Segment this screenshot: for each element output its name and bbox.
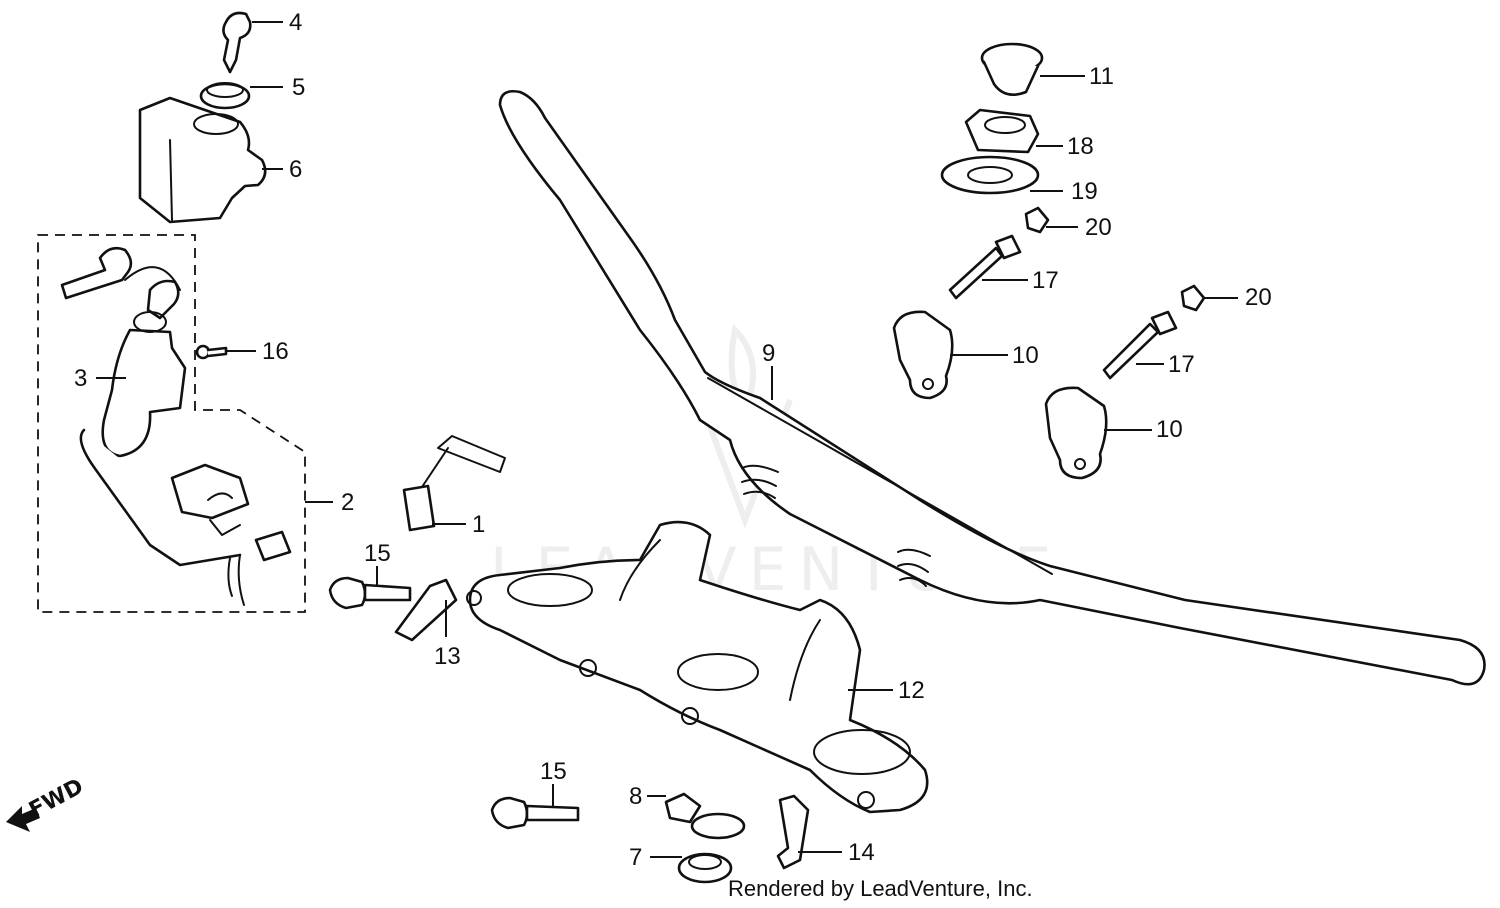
callout-1: 1 — [472, 511, 485, 538]
callout-10-b: 10 — [1156, 416, 1183, 443]
washer-part[interactable] — [940, 155, 1040, 195]
callout-5: 5 — [292, 74, 305, 101]
cable-clamp-8-part[interactable] — [664, 792, 746, 840]
key-blank-part[interactable] — [222, 11, 252, 74]
flange-bolt-lower-part[interactable] — [490, 796, 580, 830]
callout-17-a: 17 — [1032, 267, 1059, 294]
bolt-cap-20b-part[interactable] — [1180, 284, 1206, 312]
callout-6: 6 — [289, 156, 302, 183]
callout-8: 8 — [629, 783, 642, 810]
callout-13: 13 — [434, 643, 461, 670]
callout-15-upper: 15 — [364, 540, 391, 567]
ignition-switch-part[interactable] — [79, 311, 242, 567]
lock-housing-part[interactable] — [138, 96, 267, 224]
fwd-label: FWD — [25, 774, 88, 823]
callout-labels: 4 5 6 16 3 2 1 15 13 11 18 19 20 17 20 1… — [74, 9, 1272, 871]
callout-14: 14 — [848, 839, 875, 866]
id-tag-part[interactable] — [402, 435, 506, 532]
stem-nut-part[interactable] — [964, 108, 1040, 154]
callout-2: 2 — [341, 489, 354, 516]
handlebar-part[interactable] — [498, 90, 1486, 686]
grommet-part[interactable] — [677, 852, 733, 884]
flange-bolt-upper-part[interactable] — [328, 576, 412, 610]
forward-direction-indicator: FWD — [6, 774, 88, 832]
callout-20-a: 20 — [1085, 214, 1112, 241]
callout-11: 11 — [1089, 63, 1114, 90]
lock-ring-part[interactable] — [199, 82, 251, 110]
callout-10-a: 10 — [1012, 342, 1039, 369]
footer-credit: Rendered by LeadVenture, Inc. — [728, 876, 1033, 901]
cable-clamp-14-part[interactable] — [776, 794, 810, 870]
handlebar-holder-10b-part[interactable] — [1044, 386, 1108, 480]
ignition-keys-part[interactable] — [60, 246, 181, 320]
top-bridge-part[interactable] — [466, 520, 929, 814]
callout-18: 18 — [1067, 133, 1094, 160]
connector-block-part[interactable] — [170, 463, 292, 606]
bolt-cap-20a-part[interactable] — [1024, 206, 1050, 234]
screw-16-part[interactable] — [195, 344, 228, 360]
callout-20-b: 20 — [1245, 284, 1272, 311]
callout-4: 4 — [289, 9, 302, 36]
forward-arrow-icon — [6, 806, 40, 832]
stem-cap-part[interactable] — [980, 42, 1044, 96]
callout-9: 9 — [762, 340, 775, 367]
socket-bolt-17b-part[interactable] — [1102, 310, 1178, 380]
callout-19: 19 — [1071, 178, 1098, 205]
callout-15-lower: 15 — [540, 758, 567, 785]
callout-7: 7 — [629, 844, 642, 871]
callout-17-b: 17 — [1168, 351, 1195, 378]
cable-clamp-13-part[interactable] — [394, 578, 458, 642]
handlebar-holder-10a-part[interactable] — [892, 310, 954, 400]
switch-kit-outline — [37, 234, 306, 613]
callout-3: 3 — [74, 365, 87, 392]
leader-lines — [96, 21, 1238, 858]
socket-bolt-17a-part[interactable] — [948, 234, 1022, 300]
callout-12: 12 — [898, 677, 925, 704]
callout-16: 16 — [262, 338, 289, 365]
